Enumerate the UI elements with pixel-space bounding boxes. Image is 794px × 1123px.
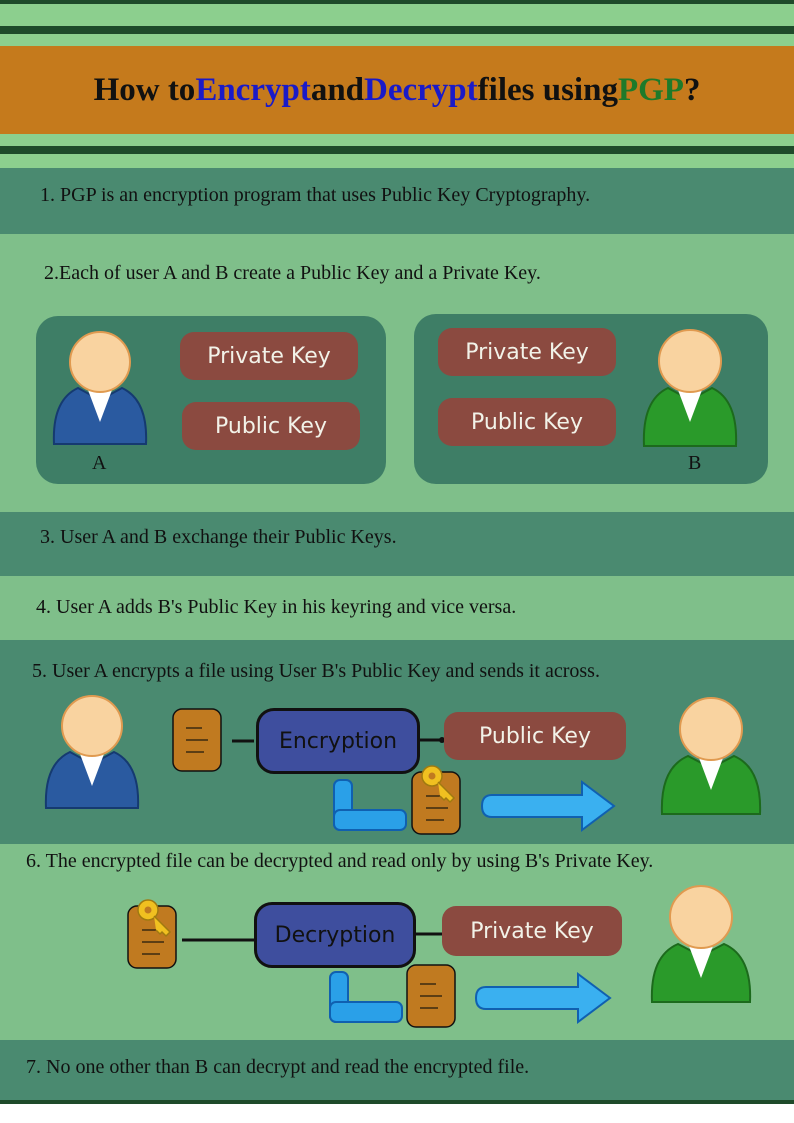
step-3-text: 3. User A and B exchange their Public Ke…: [40, 526, 397, 548]
connector-line: [232, 739, 254, 743]
user-a-icon: [52, 331, 148, 445]
connector-line: [420, 737, 445, 743]
step-3-band: [0, 512, 794, 576]
connector-line: [182, 938, 254, 942]
b-public-key-used: Public Key: [444, 712, 626, 760]
title-text: How to: [93, 71, 196, 108]
encrypted-file-icon: [411, 765, 461, 835]
step-1-text: 1. PGP is an encryption program that use…: [40, 184, 591, 206]
step-7-band: [0, 1040, 794, 1100]
title-decrypt: Decrypt: [364, 71, 478, 108]
stripe: [0, 134, 794, 146]
user-b-label: B: [688, 452, 702, 474]
step-2-text: 2.Each of user A and B create a Public K…: [44, 262, 541, 284]
title-pgp: PGP: [617, 71, 684, 108]
user-b-icon: [642, 329, 738, 447]
top-stripe: [0, 0, 794, 4]
step-4-band: [0, 576, 794, 640]
a-private-key: Private Key: [180, 332, 358, 380]
step-6-text: 6. The encrypted file can be decrypted a…: [26, 850, 654, 872]
step-1-band: [0, 168, 794, 234]
a-public-key: Public Key: [182, 402, 360, 450]
top-stripe: [0, 4, 794, 26]
title-encrypt: Encrypt: [195, 71, 311, 108]
step-4-text: 4. User A adds B's Public Key in his key…: [36, 596, 517, 618]
encryption-process: Encryption: [256, 708, 420, 774]
file-icon: [172, 708, 222, 772]
title-text: ?: [683, 71, 701, 108]
user-a-icon: [44, 695, 140, 809]
b-private-key: Private Key: [438, 328, 616, 376]
bottom-stripe: [0, 1100, 794, 1104]
send-arrow-icon: [480, 780, 616, 832]
stripe: [0, 154, 794, 168]
pipe-icon: [333, 779, 407, 831]
title-text: files using: [477, 71, 618, 108]
encrypted-file-icon: [127, 899, 177, 969]
user-b-icon: [650, 885, 752, 1003]
step-7-text: 7. No one other than B can decrypt and r…: [26, 1056, 530, 1078]
top-stripe: [0, 34, 794, 46]
top-stripe: [0, 26, 794, 34]
decryption-process: Decryption: [254, 902, 416, 968]
b-public-key: Public Key: [438, 398, 616, 446]
user-b-icon: [660, 697, 762, 815]
connector-line: [416, 932, 444, 936]
stripe: [0, 146, 794, 154]
page-title: How to Encrypt and Decrypt files using P…: [0, 46, 794, 134]
title-text: and: [310, 71, 365, 108]
file-icon: [406, 964, 456, 1028]
user-a-label: A: [92, 452, 107, 474]
send-arrow-icon: [474, 972, 612, 1024]
b-private-key-used: Private Key: [442, 906, 622, 956]
pipe-icon: [329, 971, 403, 1023]
step-5-text: 5. User A encrypts a file using User B's…: [32, 660, 600, 682]
bottom-margin: [0, 1104, 794, 1123]
